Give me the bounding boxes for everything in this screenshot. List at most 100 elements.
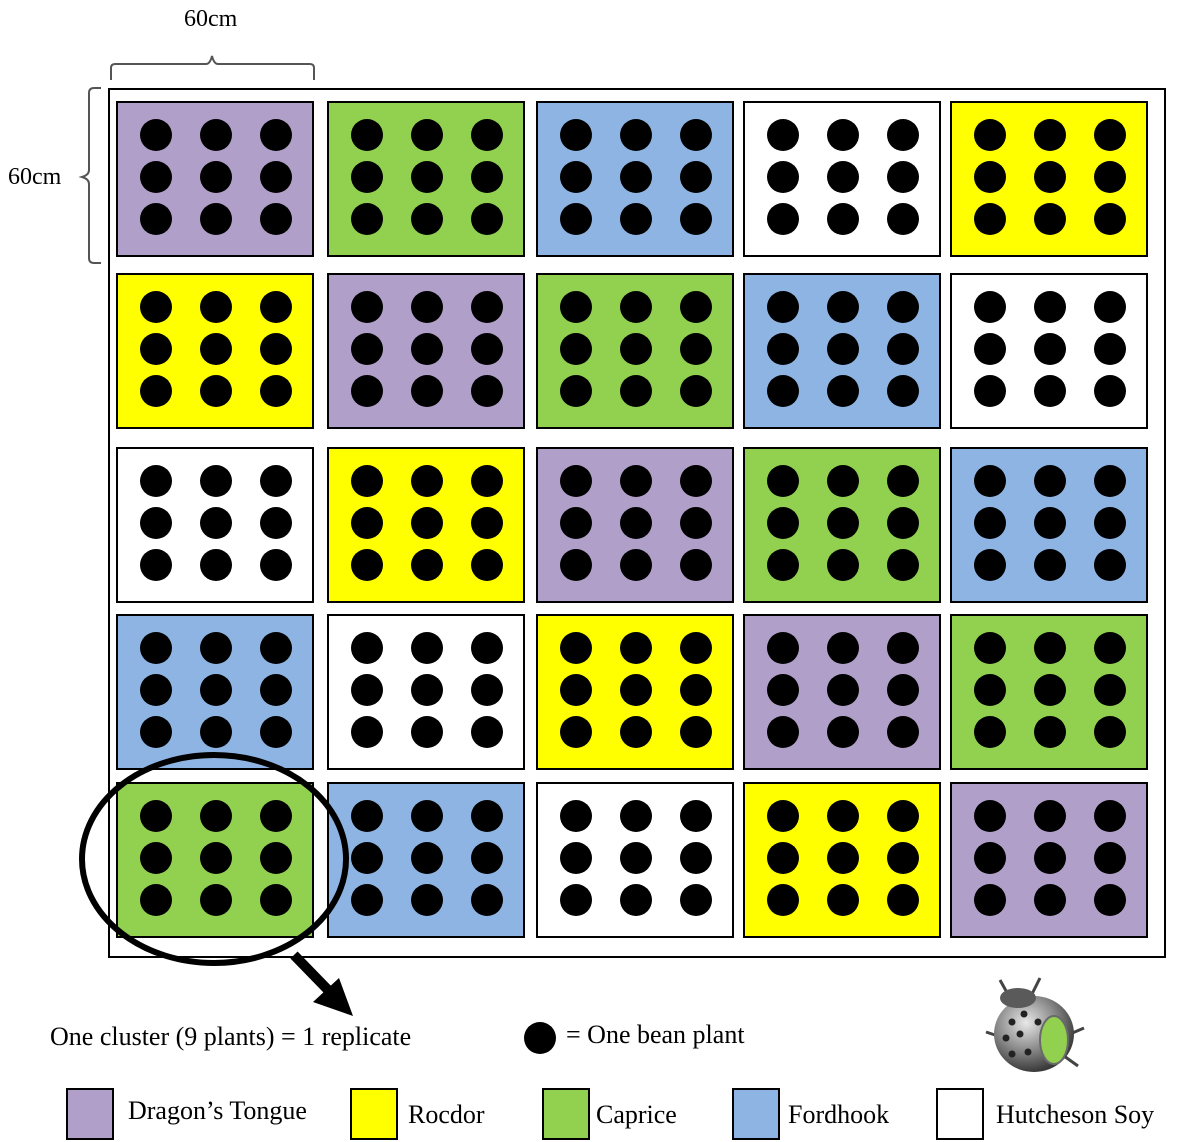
bean-plant [887,375,919,407]
bean-plant [620,507,652,539]
bean-plant [351,291,383,323]
bean-plant [471,333,503,365]
bean-plant [827,161,859,193]
plot-fordhook [536,101,734,257]
bean-plant [767,161,799,193]
plot-dragon [116,101,314,257]
legend-label-fordhook: Fordhook [788,1100,889,1130]
bean-plant [560,674,592,706]
bean-plant [827,800,859,832]
bean-plant [560,161,592,193]
bean-plant [560,465,592,497]
bean-plant [767,842,799,874]
plot-dragon [950,782,1148,938]
bean-plant [140,549,172,581]
bean-plant [620,549,652,581]
bean-plant [260,333,292,365]
plot-dragon [327,273,525,429]
bean-plant [471,549,503,581]
plot-fordhook [327,782,525,938]
bean-plant [974,842,1006,874]
bean-plant [351,333,383,365]
bean-plant [200,884,232,916]
bean-plant [827,203,859,235]
bean-plant [411,291,443,323]
bean-plant [560,842,592,874]
bean-plant [260,291,292,323]
bean-plant [260,716,292,748]
bean-plant [560,203,592,235]
bean-plant [351,203,383,235]
bean-plant [351,632,383,664]
bean-plant [471,161,503,193]
bean-plant [140,800,172,832]
bean-plant [887,291,919,323]
bean-plant [680,507,712,539]
bean-plant [827,375,859,407]
bean-plant [767,119,799,151]
bean-plant [767,884,799,916]
bean-plant [1094,716,1126,748]
bean-plant [471,119,503,151]
bean-plant [411,119,443,151]
bean-plant [1094,375,1126,407]
bean-plant [260,465,292,497]
bean-plant [471,842,503,874]
bean-plant [1034,716,1066,748]
bean-plant [260,800,292,832]
bean-plant [140,632,172,664]
bean-plant [827,119,859,151]
bean-plant [887,119,919,151]
bean-plant [411,842,443,874]
bean-plant [200,842,232,874]
plot-fordhook [116,614,314,770]
bean-plant [767,333,799,365]
bean-plant [620,161,652,193]
plot-hutcheson [536,782,734,938]
bean-plant [767,507,799,539]
bean-plant [1094,291,1126,323]
plot-caprice [116,782,314,938]
bean-plant [140,884,172,916]
bean-plant [351,549,383,581]
bean-plant [680,716,712,748]
bean-plant [560,800,592,832]
bean-plant [351,507,383,539]
bean-plant [200,716,232,748]
plot-hutcheson [743,101,941,257]
bean-plant [411,507,443,539]
bean-plant [260,375,292,407]
bean-plant [974,203,1006,235]
bean-plant [680,291,712,323]
bean-plant [560,632,592,664]
bean-plant [411,161,443,193]
bean-plant [560,716,592,748]
bean-plant [140,375,172,407]
legend-label-rocdor: Rocdor [408,1100,485,1130]
bean-plant [827,465,859,497]
legend-label-hutcheson: Hutcheson Soy [996,1100,1154,1130]
bean-plant [827,507,859,539]
bean-plant [767,465,799,497]
plot-dragon [536,447,734,603]
bean-plant [827,549,859,581]
bean-plant [974,161,1006,193]
legend-label-caprice: Caprice [596,1100,677,1130]
plot-rocdor [116,273,314,429]
plot-rocdor [743,782,941,938]
legend-swatch-fordhook [732,1088,780,1140]
bean-plant [471,465,503,497]
bean-plant [827,674,859,706]
bean-plant [974,119,1006,151]
bean-plant [200,800,232,832]
bean-plant [974,674,1006,706]
bean-plant [620,884,652,916]
bean-plant [887,632,919,664]
bean-plant [471,375,503,407]
bean-plant [140,465,172,497]
ladybug-robot-icon [982,976,1088,1076]
bean-plant [411,716,443,748]
bean-plant [1034,291,1066,323]
plot-caprice [743,447,941,603]
bean-plant [767,375,799,407]
